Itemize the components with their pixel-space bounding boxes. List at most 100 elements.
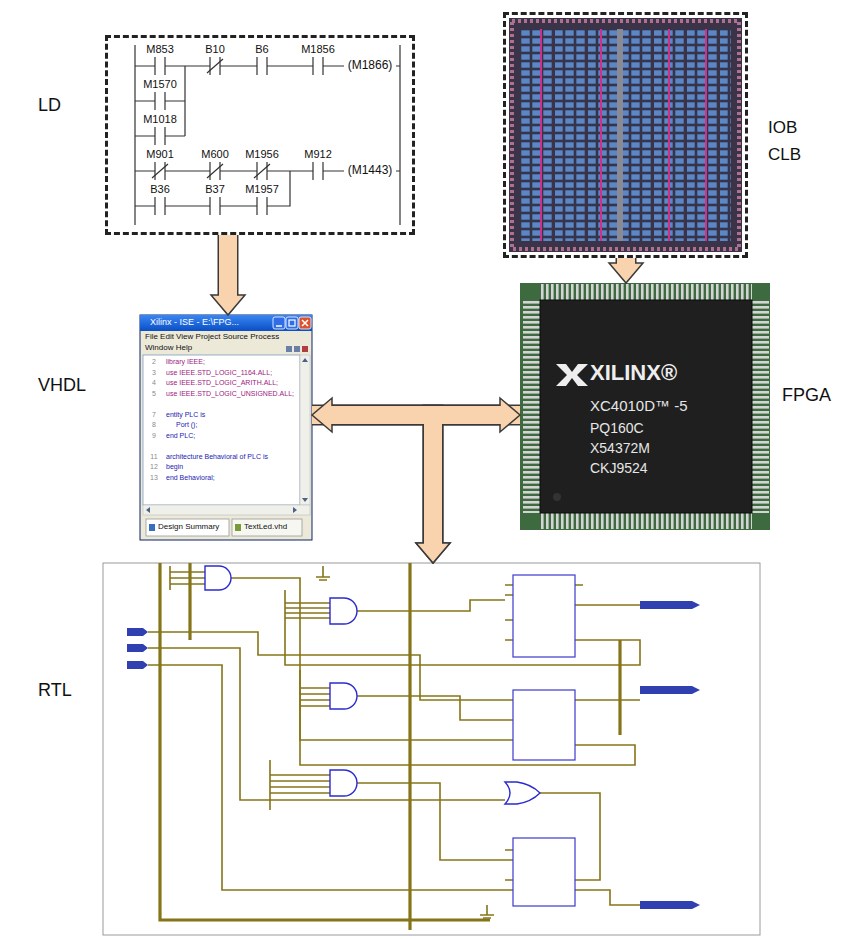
contact-label: M901 [146, 148, 174, 161]
toolbar-icon [286, 346, 308, 352]
window-frame [140, 315, 312, 540]
block-arrow-outline [312, 415, 433, 544]
block-arrow-outline [218, 235, 239, 296]
chip-photo: FPGAXILINX®XC4010D™ -5PQ160CX54372MCKJ95… [520, 283, 770, 530]
menu-text: Window Help [145, 343, 192, 352]
code-line: begin [166, 463, 183, 471]
chip-pins [752, 300, 769, 513]
tab [146, 519, 229, 536]
clb-array [520, 29, 731, 241]
rtl-panel: RTL [103, 563, 760, 935]
panel-heading: FPGA [782, 385, 831, 406]
arrow-head-outline [609, 263, 643, 283]
ladder-diagram [135, 45, 400, 225]
contact-label: B10 [205, 43, 225, 56]
arrow-head-fill [211, 295, 245, 315]
panel-heading: LD [38, 95, 61, 116]
code-line: use IEEE.STD_LOGIC_1164.ALL; [166, 369, 272, 377]
ladder-panel: LDM853B10B6M1856(M1866)M1570M1018M901M60… [105, 35, 415, 235]
pin-one-mark [553, 493, 561, 501]
chip-pins [540, 284, 752, 300]
logic-gate [205, 566, 540, 804]
chip-pins [523, 300, 540, 513]
arrow-head-outline [211, 295, 245, 315]
block-arrow [312, 415, 433, 544]
scroll-arrow [146, 507, 297, 513]
code-line: end PLC; [166, 432, 195, 440]
line-number: 3 [152, 369, 156, 377]
arrow-head [609, 263, 643, 283]
code-area [143, 355, 300, 505]
code-line: use IEEE.STD_LOGIC_ARITH.ALL; [166, 379, 278, 387]
arrow-head-layer [211, 263, 643, 563]
counter-block [513, 575, 575, 906]
die-panel: IOBCLB [503, 12, 748, 258]
fpga-die [509, 18, 742, 252]
tab-label: Design Summary [158, 522, 219, 531]
chip-body [540, 300, 752, 513]
minimize-glyph [276, 325, 282, 327]
coil-label: (M1443) [348, 164, 393, 178]
line-number: 13 [150, 474, 158, 482]
iob-ring [512, 21, 739, 249]
chip-marking: XILINX® [590, 360, 677, 385]
code-line: use IEEE.STD_LOGIC_UNSIGNED.ALL; [166, 390, 294, 398]
region-label: CLB [768, 145, 801, 165]
arrow-head-outline [500, 398, 520, 432]
tab-label: TextLed.vhd [244, 522, 287, 531]
editor-window [140, 315, 312, 540]
chip-pins [540, 513, 752, 529]
chip-marking: XC4010D™ -5 [590, 397, 688, 414]
line-number: 2 [152, 358, 156, 366]
code-line: entity PLC is [166, 411, 205, 419]
schematic-wire [148, 566, 640, 918]
chip-marking: CKJ9524 [590, 460, 648, 476]
line-number: 9 [152, 432, 156, 440]
line-number: 7 [152, 411, 156, 419]
contact-label: M1570 [143, 78, 177, 91]
line-number: 11 [150, 453, 157, 461]
contact-label: B37 [205, 183, 225, 196]
arrow-head-outline [416, 543, 450, 563]
contact-label: M912 [304, 148, 332, 161]
contact-label: M1856 [301, 43, 335, 56]
block-arrow [433, 415, 520, 544]
arrow-head [312, 398, 332, 432]
menu-text: File Edit View Project Source Process [145, 332, 279, 341]
arrow-head [500, 398, 520, 432]
region-label: IOB [768, 118, 797, 138]
close-button [299, 317, 311, 329]
xilinx-logo [556, 364, 588, 386]
arrow-head [416, 543, 450, 563]
contact-label: B6 [255, 43, 268, 56]
line-number: 12 [150, 463, 158, 471]
contact-label: M600 [201, 148, 229, 161]
arrow-head [211, 295, 245, 315]
arrow-head-fill [609, 263, 643, 283]
board-ground [520, 283, 770, 530]
code-line: end Behavioral; [166, 474, 215, 482]
line-number: 5 [152, 390, 156, 398]
ladder-wire [135, 45, 400, 225]
maximize-button [286, 317, 298, 329]
schematic-sheet [103, 563, 760, 935]
editor-window: VHDLXilinx - ISE - E:\FPG...File Edit Vi… [140, 315, 312, 540]
scroll-arrow [302, 358, 308, 502]
close-glyph [302, 320, 308, 326]
block-arrow-outline [433, 415, 520, 544]
contact-label: M1956 [245, 148, 279, 161]
line-number: 8 [152, 421, 156, 429]
arrow-head-fill [416, 543, 450, 563]
chip-marking: X54372M [590, 440, 650, 456]
horizontal-scrollbar [143, 505, 310, 515]
line-number: 4 [152, 379, 156, 387]
chip-marking: PQ160C [590, 420, 644, 436]
code-line: architecture Behavioral of PLC is [166, 453, 268, 461]
window-titlebar [140, 315, 312, 331]
tab [232, 519, 302, 536]
panel-heading: VHDL [38, 375, 86, 396]
vertical-scrollbar [300, 355, 310, 505]
io-port [127, 601, 700, 909]
arrow-head [416, 543, 450, 563]
